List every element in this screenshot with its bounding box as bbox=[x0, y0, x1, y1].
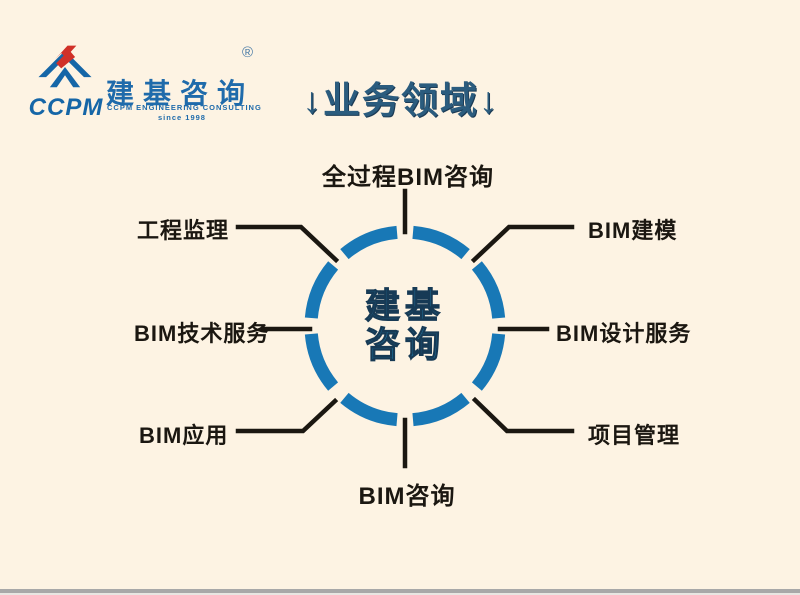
bottom-edge-bar-light bbox=[0, 593, 800, 595]
node-label-right: BIM设计服务 bbox=[556, 321, 692, 346]
node-label-top: 全过程BIM咨询 bbox=[322, 164, 494, 191]
spoke-top-left bbox=[235, 224, 340, 264]
logo-company-name: 建基咨询 bbox=[106, 78, 255, 109]
hub-center-label: 建基 咨询 bbox=[364, 286, 446, 365]
spoke-bottom-right bbox=[471, 396, 575, 434]
logo-wordmark: CCPM bbox=[28, 94, 104, 121]
node-label-top-right: BIM建模 bbox=[588, 218, 678, 243]
logo-tagline: CCPM ENGINEERING CONSULTING bbox=[107, 103, 262, 112]
company-logo: CCPM 建基咨询 ® CCPM ENGINEERING CONSULTING … bbox=[0, 0, 300, 140]
node-label-top-left: 工程监理 bbox=[137, 218, 230, 243]
ccpm-pyramid-logo-icon bbox=[38, 45, 92, 88]
registered-trademark-icon: ® bbox=[242, 44, 254, 61]
spoke-bottom-left bbox=[235, 397, 339, 434]
hub-center-line1: 建基 bbox=[364, 286, 446, 326]
node-label-bottom-right: 项目管理 bbox=[588, 423, 681, 448]
node-label-left: BIM技术服务 bbox=[134, 321, 270, 346]
node-label-bottom: BIM咨询 bbox=[358, 483, 456, 510]
logo-since: since 1998 bbox=[158, 113, 206, 122]
spoke-top-right bbox=[470, 224, 575, 264]
hub-center-line2: 咨询 bbox=[364, 325, 446, 365]
page-title: ↓业务领域↓ bbox=[302, 80, 500, 121]
node-label-bottom-left: BIM应用 bbox=[139, 423, 229, 448]
bottom-edge-bar bbox=[0, 589, 800, 593]
